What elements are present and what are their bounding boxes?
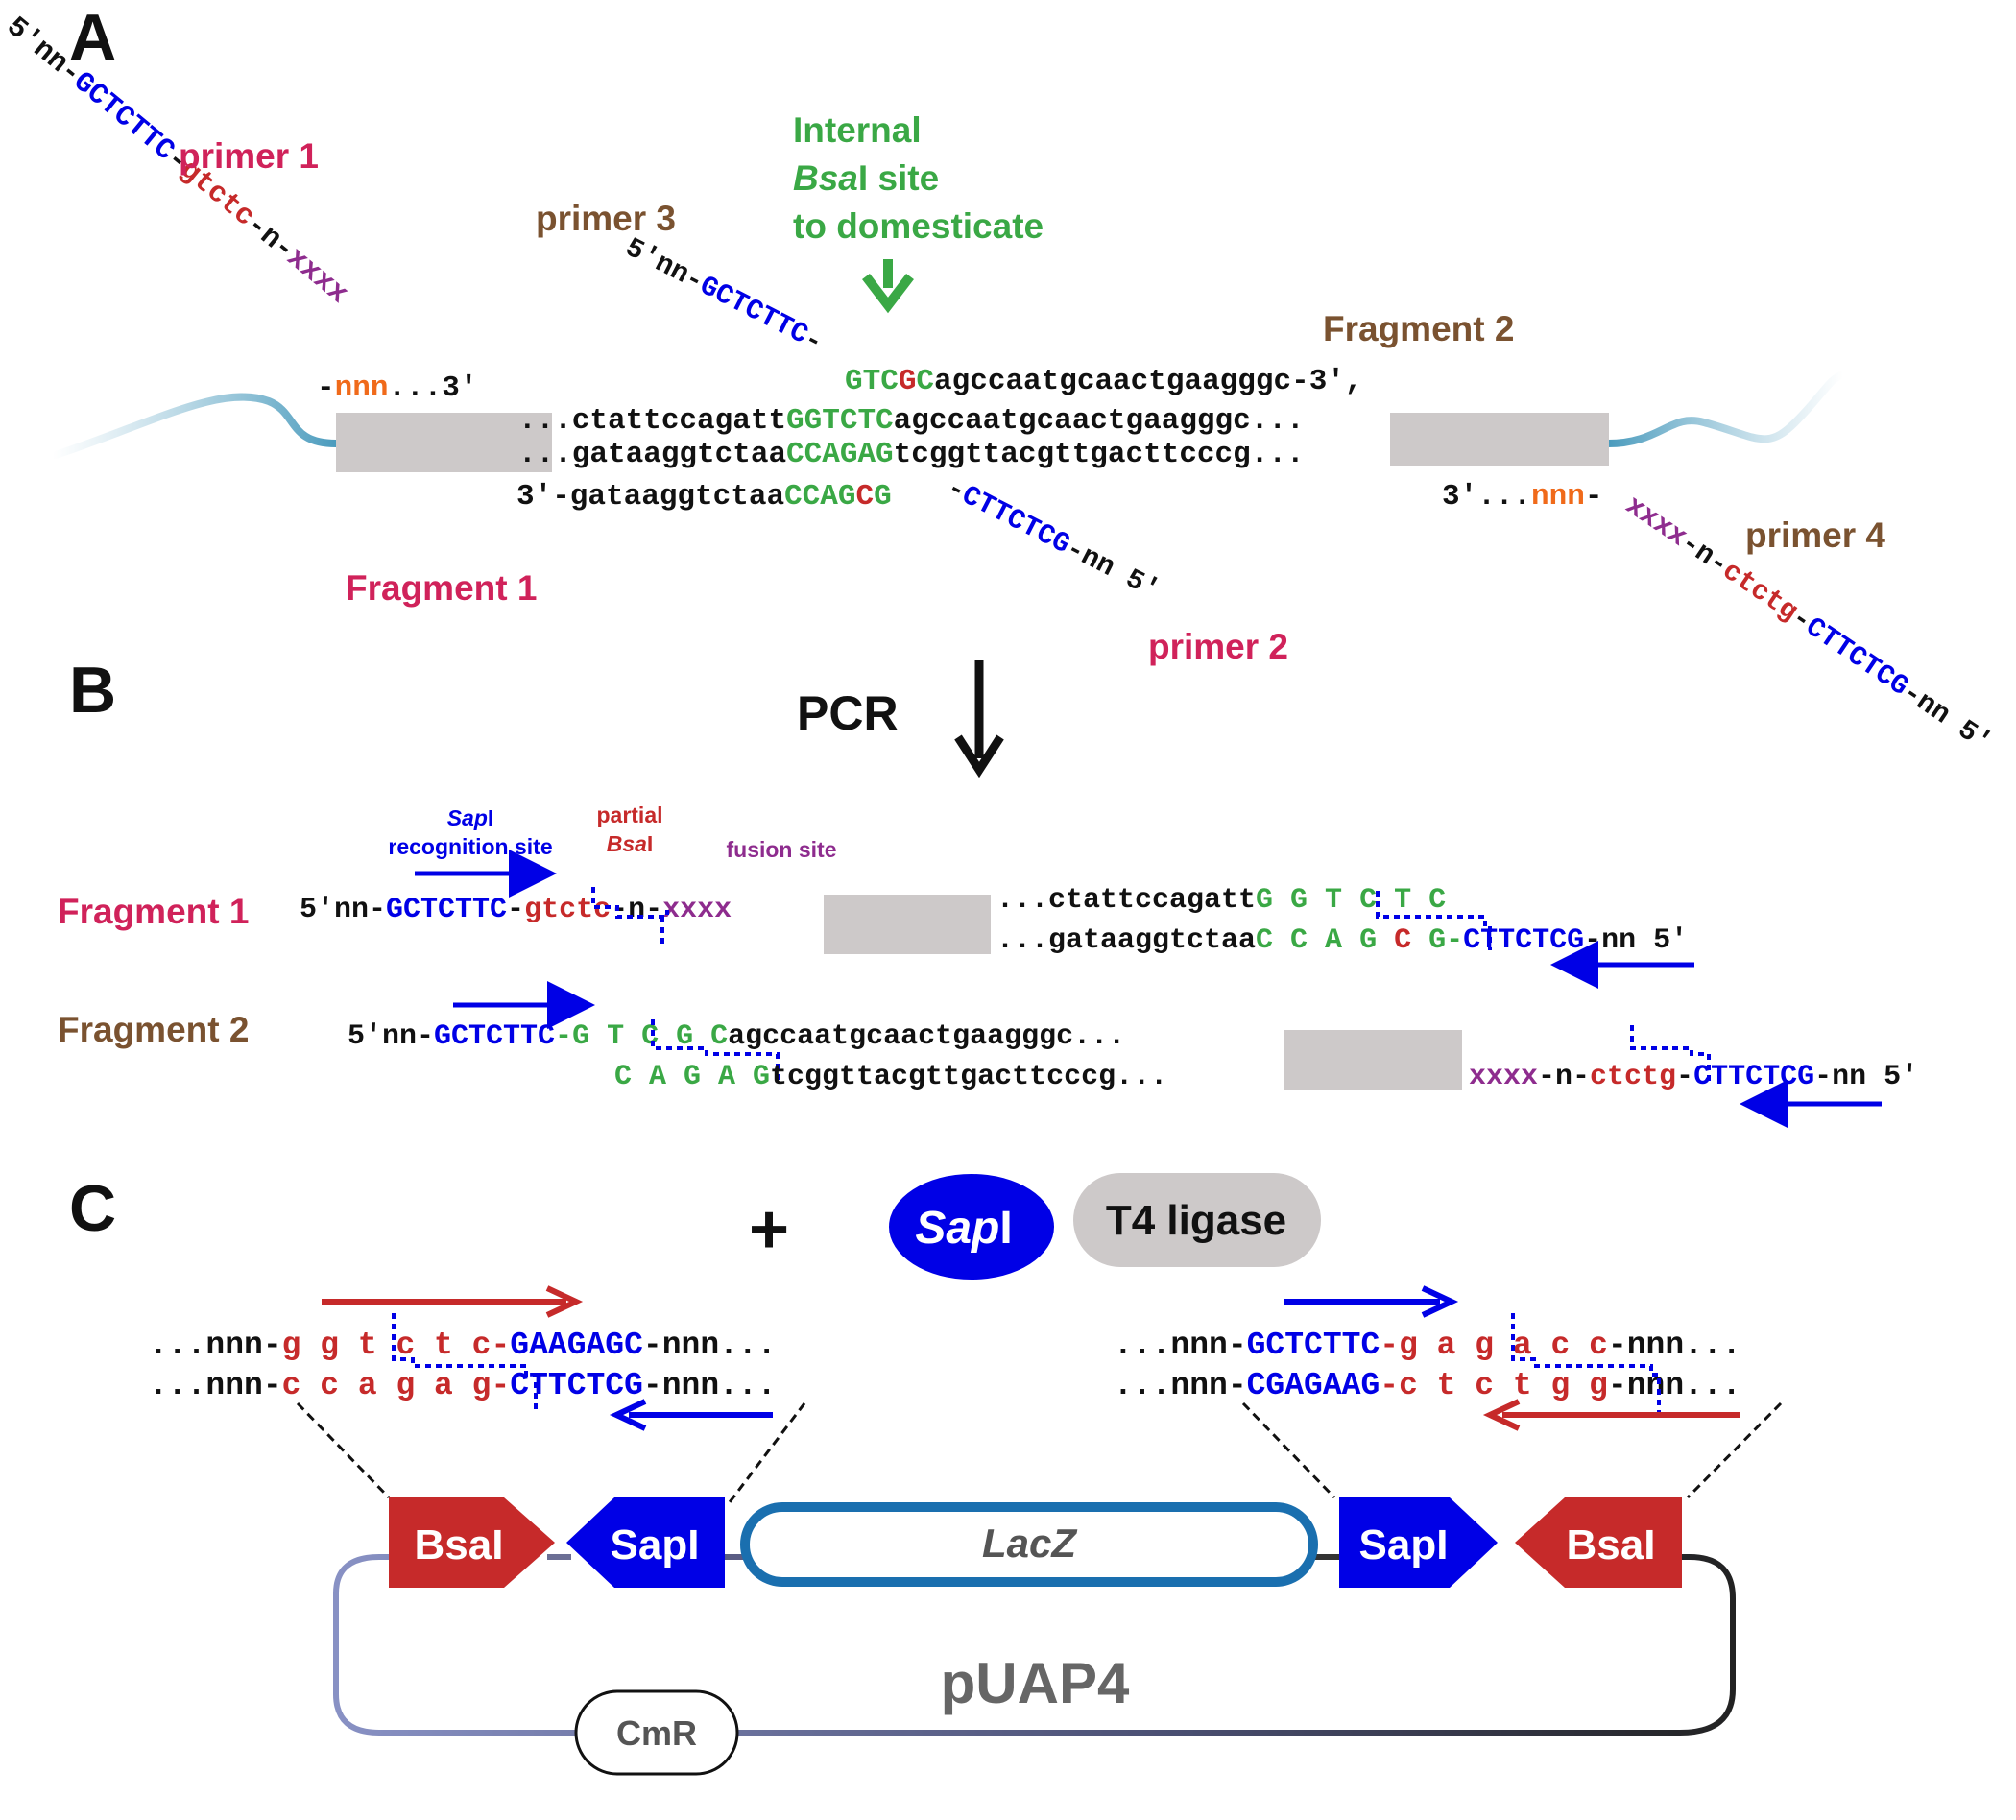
template-bottom-strand: ...gataaggtctaaCCAGAGtcggttacgttgacttccc… xyxy=(518,438,1305,471)
partial-bsai-label-1: partial xyxy=(596,802,662,827)
bsai-left-label: BsaI xyxy=(415,1521,504,1569)
pcr-frag1-right-top: ...ctattccagattG G T C T C xyxy=(996,884,1446,917)
dna-strand-right xyxy=(1607,371,1845,447)
cut-line-left-cassette xyxy=(392,1313,538,1413)
fusion-site-label: fusion site xyxy=(726,837,836,862)
right-cassette-top: ...nnn-GCTCTTC-g a g a c c-nnn... xyxy=(1114,1328,1741,1363)
grey-box-fragment-2 xyxy=(1390,413,1609,466)
panel-c: C + SapI T4 ligase ...nnn-g g t c t c-GA… xyxy=(69,1172,1783,1776)
pcr-frag2-top: 5′nn-GCTCTTC-G T C G Cagccaatgcaactgaagg… xyxy=(348,1020,1125,1053)
internal-site-line-2: BsaI site xyxy=(793,158,939,198)
grey-box-pcr-frag2 xyxy=(1284,1030,1462,1090)
connector-right-inner xyxy=(1241,1401,1336,1499)
panel-a: A 5′nn-GCTCTTC-gtctc-n-xxxx -nnn...3′ pr… xyxy=(0,1,1998,759)
fragment-2-label: Fragment 2 xyxy=(1323,309,1514,348)
panel-b: B PCR SapI recognition site partial BsaI… xyxy=(58,654,1918,1128)
sapi-enzyme-badge xyxy=(889,1174,1054,1280)
cut-line-frag2-right xyxy=(1630,1025,1711,1085)
sapi-enzyme-label: SapI xyxy=(915,1203,1012,1254)
template-top-strand: ...ctattccagattGGTCTCagccaatgcaactgaaggg… xyxy=(518,404,1305,438)
primer-1-end: -nnn...3′ xyxy=(317,371,477,405)
primer-2-3prime: -CTTCTCG-nn 5′ xyxy=(942,472,1164,607)
pcr-frag1-right-bottom: ...gataaggtctaaC C A G C G-CTTCTCG-nn 5′ xyxy=(996,924,1688,957)
dna-strand-left xyxy=(51,393,337,460)
panel-c-label: C xyxy=(69,1172,116,1245)
internal-site-line-3: to domesticate xyxy=(793,206,1044,246)
lacz-label: LacZ xyxy=(982,1521,1077,1566)
primer-3-label: primer 3 xyxy=(536,199,676,238)
fragment-1-label: Fragment 1 xyxy=(346,568,537,608)
bsai-block-right xyxy=(1515,1497,1682,1588)
partial-bsai-label-2: BsaI xyxy=(607,831,654,856)
panel-a-label: A xyxy=(69,1,116,74)
pcr-down-arrow xyxy=(954,660,1004,778)
pcr-frag1-top: 5′nn-GCTCTTC-gtctc-n-xxxx xyxy=(300,894,732,926)
left-cassette-top: ...nnn-g g t c t c-GAAGAGC-nnn... xyxy=(149,1328,777,1363)
pcr-frag2-bottom: C A G A Gtcggttacgttgacttcccg... xyxy=(614,1061,1167,1093)
bsai-arrow-right-head xyxy=(1482,1399,1521,1431)
cmr-label: CmR xyxy=(616,1713,697,1753)
primer-2-sequence: 3′-gataaggtctaaCCAGCG xyxy=(516,480,892,514)
sapi-left-label: SapI xyxy=(611,1521,700,1569)
sapi-recognition-label-1: SapI xyxy=(447,805,494,830)
bsai-arrow-left-head xyxy=(545,1285,584,1318)
pcr-label: PCR xyxy=(797,686,899,740)
cmr-gene xyxy=(574,1689,739,1776)
connector-left-inner xyxy=(728,1402,806,1503)
grey-box-pcr-frag1 xyxy=(824,895,991,954)
sapi-arrow-left-head xyxy=(609,1399,647,1431)
lacz-gene xyxy=(740,1502,1318,1587)
primer-4-label: primer 4 xyxy=(1745,515,1885,555)
cut-line-frag1-left xyxy=(591,887,669,946)
right-cassette-bottom: ...nnn-CGAGAAG-c t c t g g-nnn... xyxy=(1114,1368,1741,1403)
cut-line-right-cassette xyxy=(1511,1313,1661,1413)
bsai-right-label: BsaI xyxy=(1567,1521,1656,1569)
grey-box-fragment-1 xyxy=(336,413,552,472)
t4-ligase-label: T4 ligase xyxy=(1106,1197,1286,1244)
cut-line-frag1-right xyxy=(1376,891,1492,950)
bsai-block-left xyxy=(389,1497,555,1588)
green-down-arrow xyxy=(862,259,914,314)
internal-site-line-1: Internal xyxy=(793,110,922,150)
panel-b-label: B xyxy=(69,654,116,727)
plasmid-backbone xyxy=(333,1554,1736,1736)
primer-3-5prime: 5′nn-GCTCTTC- xyxy=(620,232,828,359)
primer-4-3prime: 3′...nnn- xyxy=(1442,480,1602,514)
pcr-frag2-right: xxxx-n-ctctg-CTTCTCG-nn 5′ xyxy=(1469,1061,1918,1093)
sapi-block-right xyxy=(1339,1497,1498,1588)
sapi-recognition-label-2: recognition site xyxy=(388,834,552,859)
pcr-fragment-2-label: Fragment 2 xyxy=(58,1010,249,1049)
sapi-arrow-right-head xyxy=(1421,1285,1459,1318)
plasmid-name: pUAP4 xyxy=(941,1651,1130,1715)
connector-left-outer xyxy=(296,1401,391,1499)
connector-right-outer xyxy=(1686,1401,1783,1499)
sapi-right-label: SapI xyxy=(1359,1521,1449,1569)
cut-line-frag2-left xyxy=(651,1019,780,1083)
plus-sign: + xyxy=(749,1191,789,1268)
pcr-fragment-1-label: Fragment 1 xyxy=(58,892,249,931)
primer-3-sequence: GTCGCagccaatgcaactgaagggc-3′, xyxy=(845,365,1363,398)
primer-1-label: primer 1 xyxy=(179,136,319,176)
t4-ligase-badge xyxy=(1073,1173,1321,1267)
sapi-block-left xyxy=(566,1497,725,1588)
primer-2-label: primer 2 xyxy=(1148,627,1288,666)
left-cassette-bottom: ...nnn-c c a g a g-CTTCTCG-nnn... xyxy=(149,1368,777,1403)
